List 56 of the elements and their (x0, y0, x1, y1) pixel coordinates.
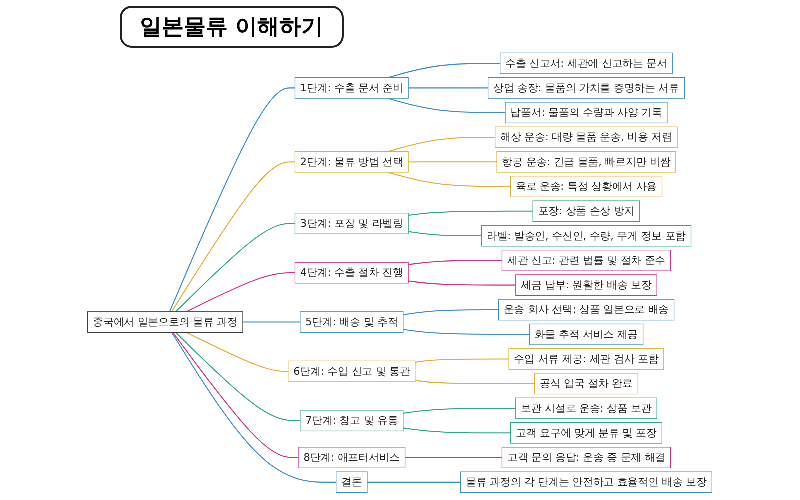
connector (415, 358, 510, 363)
node-box: 2단계: 물류 방법 선택 (294, 151, 409, 173)
node-box: 상업 송장: 물품의 가치를 증명하는 서류 (488, 78, 685, 99)
connector (367, 482, 461, 483)
node-box: 공식 입국 절차 완료 (534, 373, 638, 395)
node-box: 라벨: 발송인, 수신인, 수량, 무게 정보 포함 (481, 225, 692, 247)
node-box: 수출 신고서: 세관에 신고하는 문서 (500, 52, 673, 74)
node-box: 고객 문의 응답: 운송 중 문제 해결 (502, 447, 672, 468)
connector (403, 428, 511, 434)
node-box: 4단계: 수출 절차 진행 (294, 262, 409, 284)
node-box: 고객 요구에 맞게 분류 및 포장 (510, 422, 662, 444)
node-box: 포장: 상품 손상 방지 (532, 200, 640, 222)
connector (186, 332, 288, 372)
connector (388, 172, 511, 188)
connector (403, 309, 499, 316)
node-box: 납품서: 물품의 수량과 사양 기록 (505, 102, 668, 124)
connector (388, 98, 506, 114)
connector (403, 408, 516, 414)
connector (176, 332, 300, 422)
node-box: 운송 회사 선택: 상품 일본으로 배송 (498, 299, 675, 321)
node-box: 중국에서 일본으로의 물류 과정 (88, 312, 244, 333)
title-banner: 일본물류 이해하기 (120, 6, 344, 48)
connector (172, 332, 299, 458)
connector (408, 88, 488, 89)
connector (408, 231, 482, 237)
node-box: 물류 과정의 각 단계는 안전하고 효율적인 배송 보장 (460, 472, 712, 494)
node-box: 6단계: 수입 신고 및 통관 (288, 360, 416, 382)
node-box: 항공 운송: 긴급 물품, 빠르지만 비쌈 (496, 151, 676, 173)
connector (415, 380, 535, 384)
node-box: 1단계: 수출 문서 준비 (294, 78, 409, 99)
connector (243, 322, 300, 323)
connector (176, 223, 296, 312)
connector (171, 332, 336, 483)
node-box: 8단계: 애프터서비스 (298, 447, 406, 468)
connector (408, 162, 498, 163)
node-box: 3단계: 포장 및 라벨링 (294, 213, 409, 234)
connector (388, 63, 500, 78)
node-box: 화물 추적 서비스 제공 (529, 324, 644, 346)
node-box: 보관 시설로 운송: 상품 보관 (516, 398, 658, 420)
node-box: 육로 운송: 특정 상황에서 사용 (510, 176, 663, 198)
node-box: 세금 납부: 원활한 배송 보장 (516, 274, 658, 296)
connector (186, 272, 296, 312)
connector (403, 329, 530, 336)
connector (388, 136, 496, 152)
node-box: 5단계: 배송 및 추적 (300, 312, 404, 333)
connector (408, 210, 534, 216)
connector (169, 88, 296, 312)
node-box: 7단계: 창고 및 유통 (300, 410, 404, 432)
node-box: 세관 신고: 관련 법률 및 절차 준수 (502, 250, 672, 272)
connector (405, 457, 502, 458)
node-box: 수입 서류 제공: 세관 검사 포함 (508, 348, 664, 370)
connector (171, 162, 296, 312)
connector (408, 280, 516, 286)
connector (408, 260, 502, 266)
node-box: 결론 (336, 472, 368, 494)
node-box: 해상 운송: 대량 물품 운송, 비용 저렴 (495, 126, 678, 148)
